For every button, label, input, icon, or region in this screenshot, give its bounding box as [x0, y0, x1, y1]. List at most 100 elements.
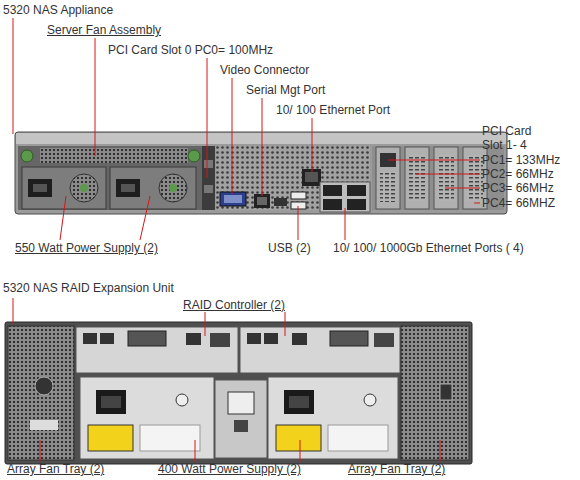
pci-slot-covers [434, 147, 458, 209]
leader-line [474, 203, 480, 204]
nas-appliance-chassis [16, 133, 506, 144]
array-fan-tray [30, 420, 58, 430]
io-panel [274, 198, 287, 206]
raid-power-supply [284, 390, 314, 414]
raid-power-supply [268, 377, 398, 459]
raid-controller [76, 327, 238, 373]
raid-power-supply [140, 425, 200, 451]
raid-power-supply [289, 396, 309, 408]
array-fan-tray [401, 326, 469, 460]
leader-line [13, 18, 14, 134]
raid-controller [240, 327, 400, 373]
leader-line [416, 174, 480, 175]
callout-label: PC2= 66MHz [482, 167, 554, 181]
raid-power-supply [80, 377, 214, 459]
power-supply [121, 184, 135, 192]
raid-power-supply [88, 425, 133, 451]
leader-line [388, 160, 480, 161]
callout-label: Video Connector [220, 63, 309, 77]
raid-power-supply [215, 380, 267, 458]
io-panel [224, 195, 242, 203]
pci-slot-covers [376, 147, 400, 209]
leader-line [205, 312, 206, 336]
io-panel [202, 146, 370, 212]
raid-expansion-chassis [5, 322, 472, 464]
pci-slot-covers [380, 172, 396, 202]
callout-label: 550 Watt Power Supply (2) [15, 241, 158, 255]
callout-label: PC4= 66MHZ [482, 196, 555, 210]
raid-controller [210, 333, 230, 347]
io-panel [347, 185, 366, 196]
nas-appliance-chassis [18, 146, 202, 210]
callout-label: Serial Mgt Port [246, 83, 325, 97]
array-fan-tray [8, 326, 74, 460]
nas-appliance-chassis [15, 132, 507, 214]
power-supply [22, 167, 196, 209]
leader-line [445, 188, 480, 189]
nas-appliance-chassis [21, 150, 33, 162]
raid-power-supply [234, 420, 248, 432]
nas-appliance-chassis [15, 132, 507, 214]
unit-heading: 5320 NAS Appliance [3, 3, 113, 17]
leader-line [440, 440, 441, 462]
callout-label: PCI Card Slot 0 PC0= 100MHz [108, 43, 273, 57]
power-supply [110, 167, 196, 209]
power-supply [159, 174, 187, 202]
leader-line [195, 440, 196, 462]
raid-power-supply [80, 377, 398, 459]
unit-heading: 5320 NAS RAID Expansion Unit [3, 281, 174, 295]
array-fan-tray [35, 377, 53, 395]
raid-controller [100, 333, 114, 344]
raid-power-supply [276, 425, 321, 451]
raid-controller [76, 327, 400, 373]
raid-controller [83, 333, 97, 344]
raid-expansion-chassis [5, 322, 472, 464]
raid-controller [128, 331, 166, 346]
raid-power-supply [228, 392, 254, 414]
io-panel [220, 192, 246, 206]
leader-line [232, 78, 233, 194]
raid-power-supply [328, 425, 388, 451]
leader-line [207, 58, 208, 178]
pci-slot-covers [467, 155, 483, 201]
io-panel [291, 192, 306, 199]
leader-line [285, 312, 286, 336]
raid-power-supply [96, 390, 126, 414]
power-supply [22, 167, 106, 209]
leader-line [345, 208, 346, 240]
raid-power-supply [176, 394, 188, 406]
leader-line [40, 440, 41, 462]
raid-controller [264, 333, 278, 344]
callout-label: USB (2) [268, 241, 311, 255]
callout-label: 400 Watt Power Supply (2) [158, 462, 301, 476]
raid-power-supply [101, 396, 121, 408]
io-panel [323, 199, 342, 210]
raid-power-supply [364, 394, 376, 406]
callout-label: PCI Card Slot 1- 4 [482, 124, 546, 152]
io-panel [347, 199, 366, 210]
nas-appliance-chassis [40, 148, 188, 163]
callout-label: PC3= 66MHz [482, 181, 554, 195]
io-panel [204, 185, 213, 193]
pci-slot-covers [409, 155, 425, 201]
callout-label: PC1= 133MHz [482, 153, 560, 167]
callout-label: Array Fan Tray (2) [7, 462, 104, 476]
raid-controller [330, 331, 368, 346]
io-panel [204, 160, 213, 168]
nas-appliance-chassis [188, 150, 200, 162]
leader-line [60, 196, 66, 240]
leader-line [95, 38, 96, 156]
leader-line [13, 18, 480, 462]
io-panel [323, 185, 342, 196]
power-supply [80, 184, 88, 192]
io-panel [257, 197, 267, 205]
power-supply [33, 184, 47, 192]
power-supply [28, 179, 52, 197]
leader-line [13, 298, 14, 324]
leader-line [140, 196, 150, 240]
array-fan-tray [440, 384, 452, 400]
io-panel [254, 194, 270, 208]
leader-line [262, 98, 263, 196]
io-panel [202, 146, 215, 210]
